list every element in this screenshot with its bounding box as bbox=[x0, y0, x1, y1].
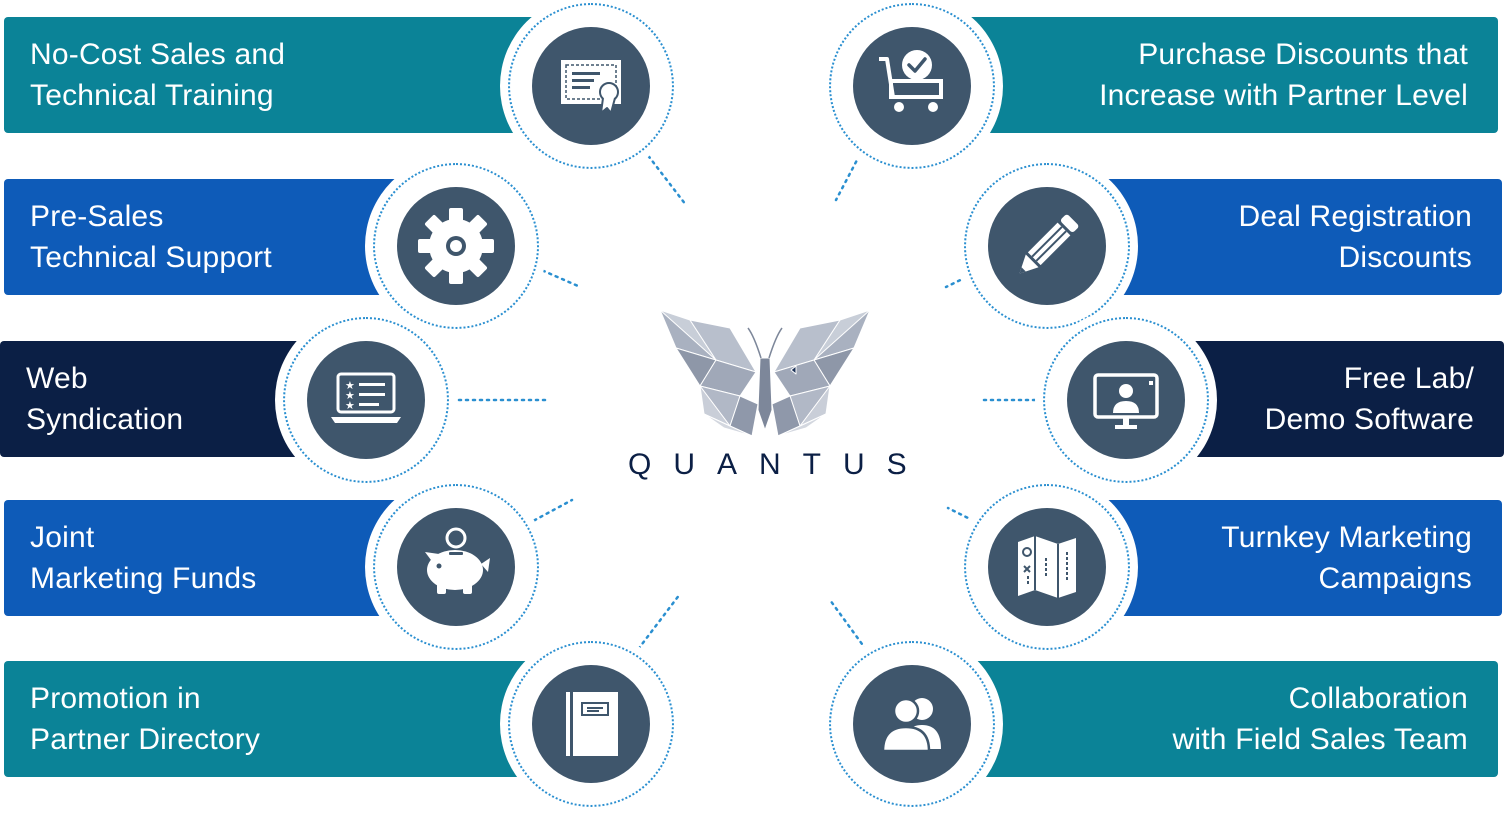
team-icon bbox=[853, 665, 971, 783]
connector-line bbox=[638, 143, 688, 207]
pencil-icon bbox=[988, 187, 1106, 305]
benefit-line: Collaboration bbox=[1288, 682, 1468, 715]
svg-text:★: ★ bbox=[345, 379, 355, 392]
icon-ring bbox=[365, 476, 547, 658]
benefit-field-sales-collaboration: Collaboration with Field Sales Team bbox=[920, 661, 1498, 777]
benefit-line: Deal Registration bbox=[1238, 200, 1472, 233]
icon-ring: ★ ★ ★ bbox=[275, 309, 457, 491]
benefit-line: Syndication bbox=[26, 403, 184, 436]
brand-wordmark: QUANTUS bbox=[628, 448, 929, 481]
icon-ring bbox=[500, 633, 682, 815]
icon-ring bbox=[1035, 309, 1217, 491]
icon-ring bbox=[500, 0, 682, 177]
benefit-line: Technical Support bbox=[30, 241, 272, 274]
benefit-line: No-Cost Sales and bbox=[30, 38, 286, 71]
benefit-line: Turnkey Marketing bbox=[1221, 521, 1472, 554]
benefit-purchase-discounts: Purchase Discounts that Increase with Pa… bbox=[920, 17, 1498, 133]
notebook-icon bbox=[532, 665, 650, 783]
benefit-line: Discounts bbox=[1338, 241, 1472, 274]
icon-ring bbox=[956, 155, 1138, 337]
svg-text:★: ★ bbox=[345, 389, 355, 402]
benefit-line: Promotion in bbox=[30, 682, 201, 715]
map-icon bbox=[988, 508, 1106, 626]
benefit-line: Campaigns bbox=[1318, 562, 1472, 595]
benefit-line: Purchase Discounts that bbox=[1138, 38, 1468, 71]
butterfly-logo bbox=[659, 309, 871, 437]
icon-ring bbox=[821, 633, 1003, 815]
benefit-line: Demo Software bbox=[1264, 403, 1474, 436]
piggy-bank-icon bbox=[397, 508, 515, 626]
benefit-line: with Field Sales Team bbox=[1172, 723, 1468, 756]
cart-check-icon bbox=[853, 27, 971, 145]
icon-ring bbox=[821, 0, 1003, 177]
laptop-list-icon: ★ ★ ★ bbox=[307, 341, 425, 459]
svg-text:★: ★ bbox=[345, 399, 355, 412]
connector-line bbox=[828, 598, 872, 657]
benefit-line: Technical Training bbox=[30, 79, 274, 112]
benefit-marketing-campaigns: Turnkey Marketing Campaigns bbox=[1060, 500, 1502, 616]
monitor-user-icon bbox=[1067, 341, 1185, 459]
benefit-line: Increase with Partner Level bbox=[1099, 79, 1468, 112]
benefit-training: No-Cost Sales and Technical Training bbox=[4, 17, 584, 133]
benefit-partner-directory: Promotion in Partner Directory bbox=[4, 661, 584, 777]
benefit-line: Pre-Sales bbox=[30, 200, 164, 233]
benefit-line: Marketing Funds bbox=[30, 562, 257, 595]
certificate-icon bbox=[532, 27, 650, 145]
icon-ring bbox=[956, 476, 1138, 658]
gear-icon bbox=[397, 187, 515, 305]
benefit-line: Partner Directory bbox=[30, 723, 261, 756]
icon-ring bbox=[365, 155, 547, 337]
benefit-line: Free Lab/ bbox=[1343, 362, 1474, 395]
benefit-line: Joint bbox=[30, 521, 95, 554]
benefit-line: Web bbox=[26, 362, 88, 395]
